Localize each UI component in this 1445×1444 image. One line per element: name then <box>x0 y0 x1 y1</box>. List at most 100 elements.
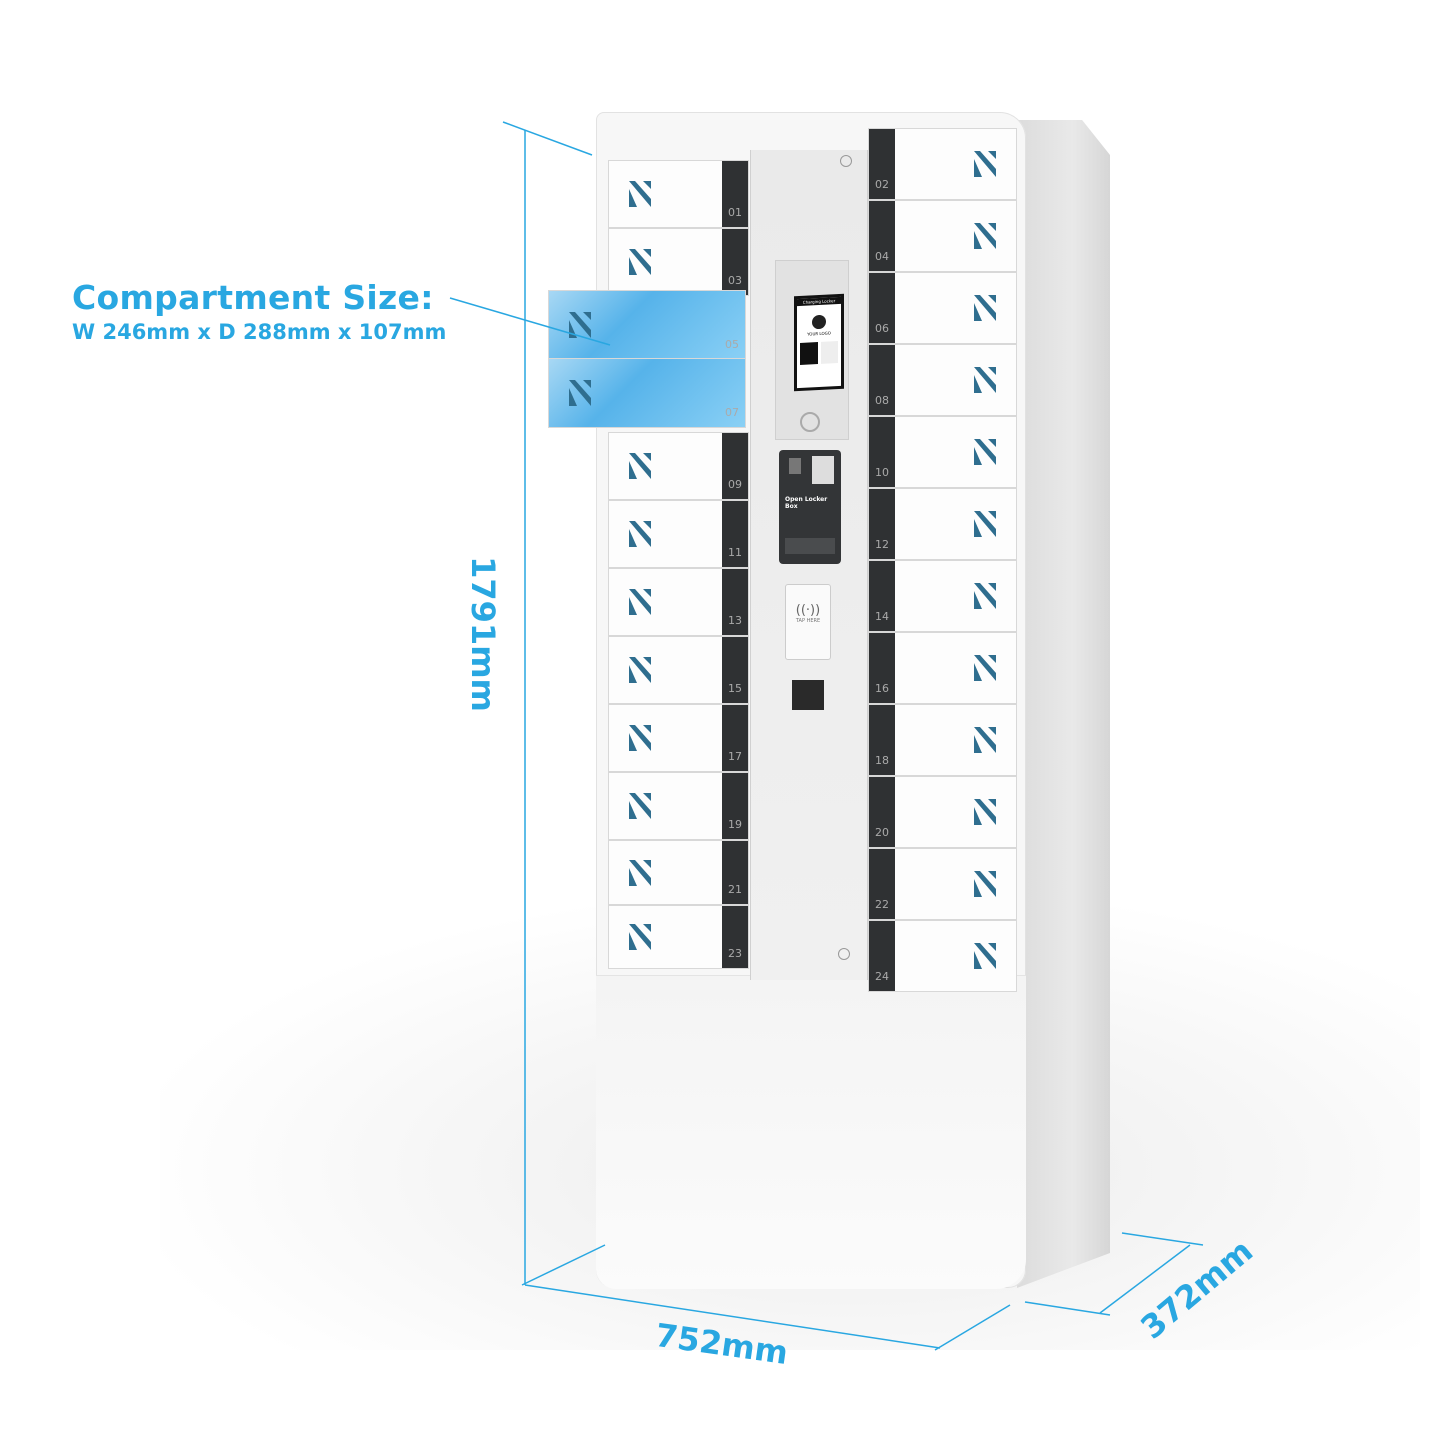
door-strip <box>722 637 748 703</box>
compartment-number: 01 <box>728 206 742 219</box>
door-strip <box>722 906 748 968</box>
compartment-number: 16 <box>875 682 889 695</box>
compartment-door-20[interactable]: 20 <box>868 776 1017 848</box>
compartment-door-02[interactable]: 02 <box>868 128 1017 200</box>
brand-logo-icon <box>972 221 998 251</box>
compartment-door-10[interactable]: 10 <box>868 416 1017 488</box>
callout-size: W 246mm x D 288mm x 107mm <box>72 320 447 344</box>
compartment-number: 11 <box>728 546 742 559</box>
brand-logo-icon <box>627 519 653 549</box>
compartment-door-12[interactable]: 12 <box>868 488 1017 560</box>
compartment-number: 03 <box>728 274 742 287</box>
nfc-label: TAP HERE <box>795 618 821 624</box>
lock-icon <box>840 155 852 167</box>
compartment-door-07[interactable]: 07 <box>548 358 746 428</box>
brand-logo-icon <box>972 869 998 899</box>
door-strip <box>722 501 748 567</box>
brand-logo-icon <box>972 293 998 323</box>
compartment-door-09[interactable]: 09 <box>608 432 749 500</box>
compartment-door-23[interactable]: 23 <box>608 905 749 969</box>
door-strip <box>869 273 895 343</box>
fingerprint-icon <box>789 458 801 474</box>
compartment-number: 12 <box>875 538 889 551</box>
compartment-door-16[interactable]: 16 <box>868 632 1017 704</box>
card-image <box>812 456 834 484</box>
compartment-number: 15 <box>728 682 742 695</box>
door-strip <box>722 229 748 295</box>
compartment-door-06[interactable]: 06 <box>868 272 1017 344</box>
screen-bezel <box>775 260 849 440</box>
compartment-number: 05 <box>725 338 739 351</box>
compartment-door-15[interactable]: 15 <box>608 636 749 704</box>
callout-title: Compartment Size: <box>72 278 434 317</box>
speaker-icon <box>800 412 820 432</box>
instruction-card: Open Locker Box <box>779 450 841 564</box>
width-line <box>524 1284 941 1349</box>
compartment-door-05[interactable]: 05 <box>548 290 746 360</box>
compartment-door-04[interactable]: 04 <box>868 200 1017 272</box>
compartment-door-22[interactable]: 22 <box>868 848 1017 920</box>
compartment-door-21[interactable]: 21 <box>608 840 749 905</box>
compartment-number: 17 <box>728 750 742 763</box>
brand-logo-icon <box>627 922 653 952</box>
compartment-door-08[interactable]: 08 <box>868 344 1017 416</box>
height-label: 1791mm <box>463 556 502 712</box>
brand-logo-icon <box>972 509 998 539</box>
card-title: Open Locker Box <box>785 496 828 510</box>
compartment-door-14[interactable]: 14 <box>868 560 1017 632</box>
door-strip <box>869 705 895 775</box>
compartment-door-01[interactable]: 01 <box>608 160 749 228</box>
compartment-number: 08 <box>875 394 889 407</box>
compartment-number: 24 <box>875 970 889 983</box>
door-strip <box>869 633 895 703</box>
brand-logo-icon <box>627 587 653 617</box>
door-strip <box>869 921 895 991</box>
brand-logo-icon <box>627 451 653 481</box>
brand-logo-icon <box>972 653 998 683</box>
compartment-number: 07 <box>725 406 739 419</box>
locker-base <box>596 975 1026 1289</box>
brand-logo-icon <box>627 179 653 209</box>
door-strip <box>869 489 895 559</box>
compartment-number: 14 <box>875 610 889 623</box>
compartment-number: 22 <box>875 898 889 911</box>
compartment-number: 18 <box>875 754 889 767</box>
compartment-door-19[interactable]: 19 <box>608 772 749 840</box>
compartment-number: 20 <box>875 826 889 839</box>
brand-logo-icon <box>627 791 653 821</box>
compartment-door-11[interactable]: 11 <box>608 500 749 568</box>
lock-icon <box>838 948 850 960</box>
door-strip <box>869 345 895 415</box>
door-strip <box>722 705 748 771</box>
brand-logo-icon <box>627 858 653 888</box>
brand-logo-icon <box>972 365 998 395</box>
brand-logo-icon <box>972 581 998 611</box>
door-strip <box>869 777 895 847</box>
compartment-number: 23 <box>728 947 742 960</box>
door-strip <box>722 161 748 227</box>
compartment-number: 04 <box>875 250 889 263</box>
compartment-door-13[interactable]: 13 <box>608 568 749 636</box>
brand-logo-icon <box>627 723 653 753</box>
qr-scanner <box>792 680 824 710</box>
brand-logo-icon <box>972 941 998 971</box>
compartment-number: 21 <box>728 883 742 896</box>
compartment-door-17[interactable]: 17 <box>608 704 749 772</box>
brand-logo-icon <box>567 310 593 340</box>
door-strip <box>722 569 748 635</box>
door-strip <box>869 417 895 487</box>
compartment-number: 02 <box>875 178 889 191</box>
nfc-reader[interactable]: ((·)) TAP HERE <box>785 584 831 660</box>
compartment-door-24[interactable]: 24 <box>868 920 1017 992</box>
door-strip <box>869 561 895 631</box>
door-strip <box>869 129 895 199</box>
compartment-number: 06 <box>875 322 889 335</box>
locker-side-panel <box>1017 120 1110 1288</box>
nfc-icon: ((·)) <box>795 603 821 618</box>
brand-logo-icon <box>972 149 998 179</box>
brand-logo-icon <box>627 655 653 685</box>
door-strip <box>722 433 748 499</box>
compartment-door-18[interactable]: 18 <box>868 704 1017 776</box>
depth-line <box>1099 1244 1191 1314</box>
